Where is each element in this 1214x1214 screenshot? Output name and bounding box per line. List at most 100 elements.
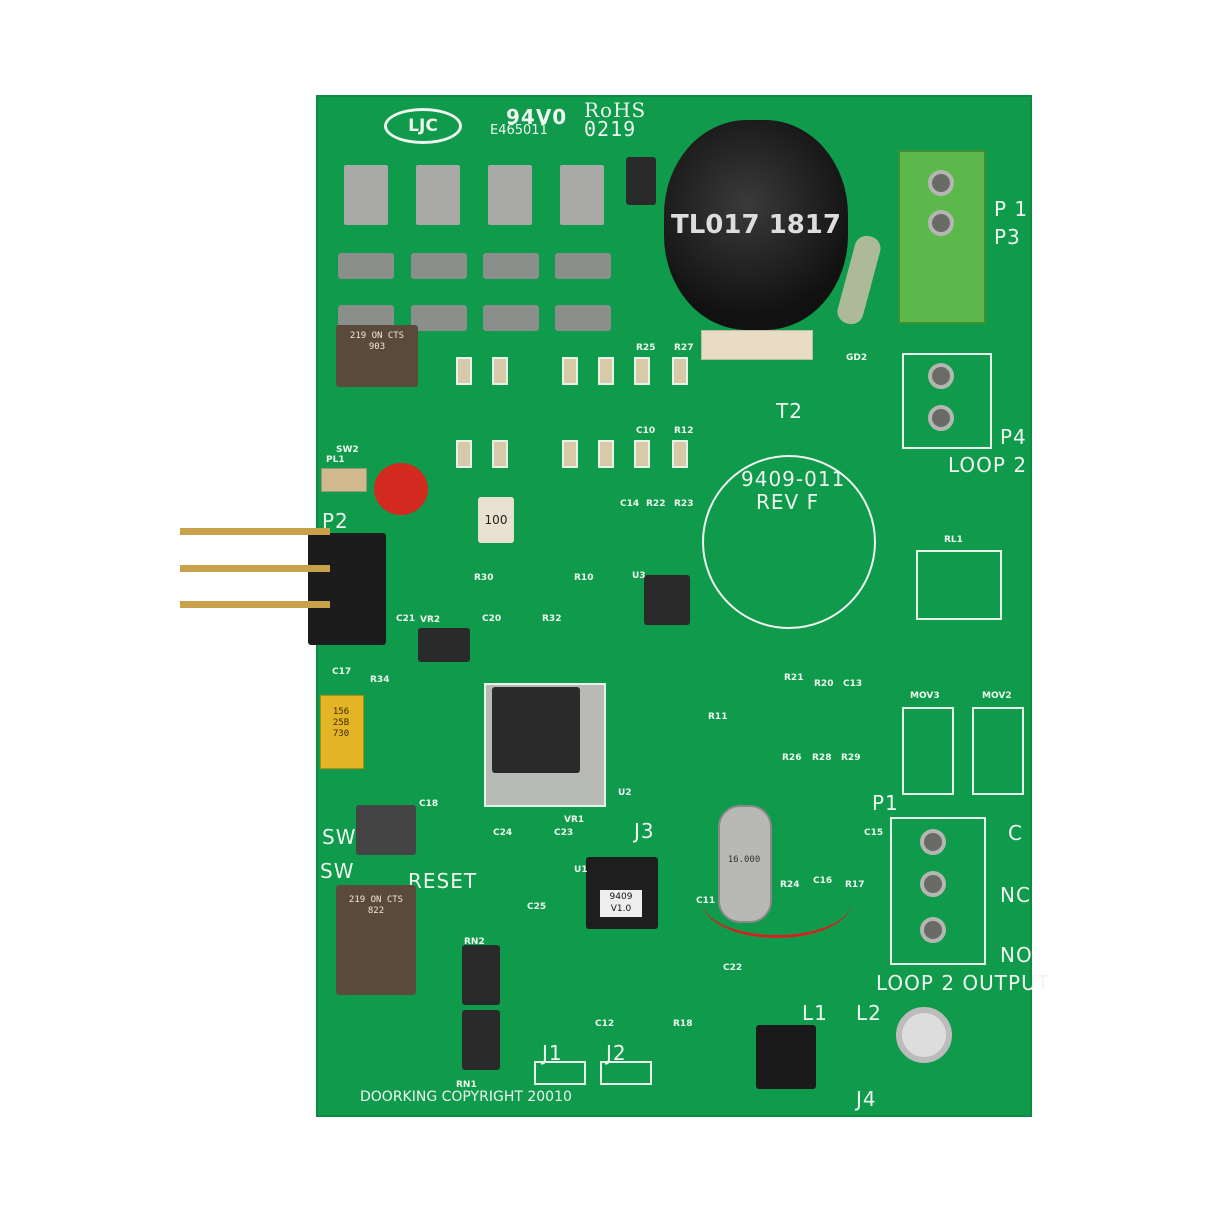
capacitor-c4: [344, 165, 388, 225]
capacitor-c6: [483, 253, 539, 279]
dip-switch-sw3-marking: 219 ON CTS 822: [348, 895, 404, 916]
label-j4: J4: [856, 1087, 877, 1111]
revision: REV F: [756, 490, 820, 514]
terminal-screw-2[interactable]: [928, 210, 954, 236]
ref-r28: R28: [812, 753, 832, 763]
ic-u3: [644, 575, 690, 625]
tantalum-capacitor-c17: [320, 695, 364, 769]
mcu-label: 9409 V1.0: [600, 890, 642, 917]
resistor-r1: [456, 357, 472, 385]
transformer-t2-footprint: [702, 455, 876, 629]
jumper-j2[interactable]: [600, 1061, 652, 1085]
ref-r20: R20: [814, 679, 834, 689]
label-u2: U2: [618, 788, 632, 798]
copyright: DOORKING COPYRIGHT 20010: [360, 1089, 572, 1105]
ref-r23: R23: [674, 499, 694, 509]
ref-c11: C11: [696, 896, 716, 906]
capacitor-c7-pad: [411, 305, 467, 331]
resistor-r12: [672, 440, 688, 468]
ul-number: E465011: [490, 123, 548, 138]
ref-r25: R25: [636, 343, 656, 353]
connector-p1: [890, 817, 986, 965]
ref-r21: R21: [784, 673, 804, 683]
part-number: 9409-011: [741, 467, 846, 491]
label-sw2: SW2: [336, 445, 359, 455]
ref-c21: C21: [396, 614, 416, 624]
ref-c23: C23: [554, 828, 574, 838]
ref-r29: R29: [841, 753, 861, 763]
label-p1-output: P1: [872, 791, 899, 815]
label-rn1: RN1: [456, 1080, 477, 1090]
header-pin-3[interactable]: [180, 601, 330, 608]
cert-mark: 94V0: [506, 105, 568, 129]
ref-c18: C18: [419, 799, 439, 809]
dip-switch-sw3[interactable]: [336, 885, 416, 995]
label-u1: U1: [574, 865, 588, 875]
header-pin-2[interactable]: [180, 565, 330, 572]
label-no: NO: [1000, 943, 1033, 967]
dip-switch-sw2[interactable]: [336, 325, 418, 387]
label-rn2: RN2: [464, 937, 485, 947]
reset-button[interactable]: [356, 805, 416, 855]
resistor-r2: [492, 357, 508, 385]
capacitor-c1: [560, 165, 604, 225]
regulator-vr1-body: [492, 687, 580, 773]
ref-c17: C17: [332, 667, 352, 677]
label-mov2: MOV2: [982, 691, 1012, 701]
ref-c16: C16: [813, 876, 833, 886]
ref-r24: R24: [780, 880, 800, 890]
capacitor-c7: [411, 253, 467, 279]
mov2: [972, 707, 1024, 795]
label-u3: U3: [632, 571, 646, 581]
varistor: [374, 463, 428, 515]
ref-c22: C22: [723, 963, 743, 973]
label-sw3: SW: [320, 859, 355, 883]
ref-c10: C10: [636, 426, 656, 436]
ref-c20: C20: [482, 614, 502, 624]
fuse-pl1: [321, 468, 367, 492]
label-nc: NC: [1000, 883, 1031, 907]
terminal-screw-1[interactable]: [928, 170, 954, 196]
ref-c14: C14: [620, 499, 640, 509]
p4-pad-2: [928, 405, 954, 431]
transformer-base: [701, 330, 813, 360]
mounting-hole: [896, 1007, 952, 1063]
connector-p4: [902, 353, 992, 449]
jumper-j1[interactable]: [534, 1061, 586, 1085]
ref-c12: C12: [595, 1019, 615, 1029]
label-l1: L1: [802, 1001, 828, 1025]
resistor-network-rn1: [462, 1010, 500, 1070]
label-reset: RESET: [408, 869, 478, 893]
dip-switch-sw2-marking: 219 ON CTS 903: [349, 331, 405, 352]
ref-r30: R30: [474, 573, 494, 583]
label-loop2: LOOP 2: [948, 453, 1028, 477]
ref-r22: R22: [646, 499, 666, 509]
crystal-marking: 16.000: [727, 855, 761, 865]
resistor-r25: [634, 357, 650, 385]
header-pin-1[interactable]: [180, 528, 330, 535]
label-p1: P 1: [994, 197, 1029, 221]
mov3: [902, 707, 954, 795]
ref-c25: C25: [527, 902, 547, 912]
label-c: C: [1008, 821, 1023, 845]
p1-pad-nc: [920, 871, 946, 897]
label-gd2: GD2: [846, 353, 868, 363]
transformer-t1: TL017 1817: [664, 120, 848, 330]
label-j2: J2: [606, 1041, 627, 1065]
ref-c13: C13: [843, 679, 863, 689]
capacitor-c5-pad: [555, 305, 611, 331]
p1-pad-c: [920, 829, 946, 855]
ref-r17: R17: [845, 880, 865, 890]
resistor-network-rn2: [462, 945, 500, 1005]
circuit-board: LJC 94V0 E465011 RoHS 0219 TL017 1817 P …: [180, 95, 1049, 1117]
capacitor-c10: [634, 440, 650, 468]
header-p2[interactable]: [308, 533, 386, 645]
label-pl1: PL1: [326, 455, 345, 465]
label-j3: J3: [634, 819, 655, 843]
label-l2: L2: [856, 1001, 882, 1025]
resistor-r5: [562, 440, 578, 468]
diode-d1: [626, 157, 656, 205]
capacitor-c2: [488, 165, 532, 225]
jumper-header-j4[interactable]: [756, 1025, 816, 1089]
regulator-vr2: [418, 628, 470, 662]
